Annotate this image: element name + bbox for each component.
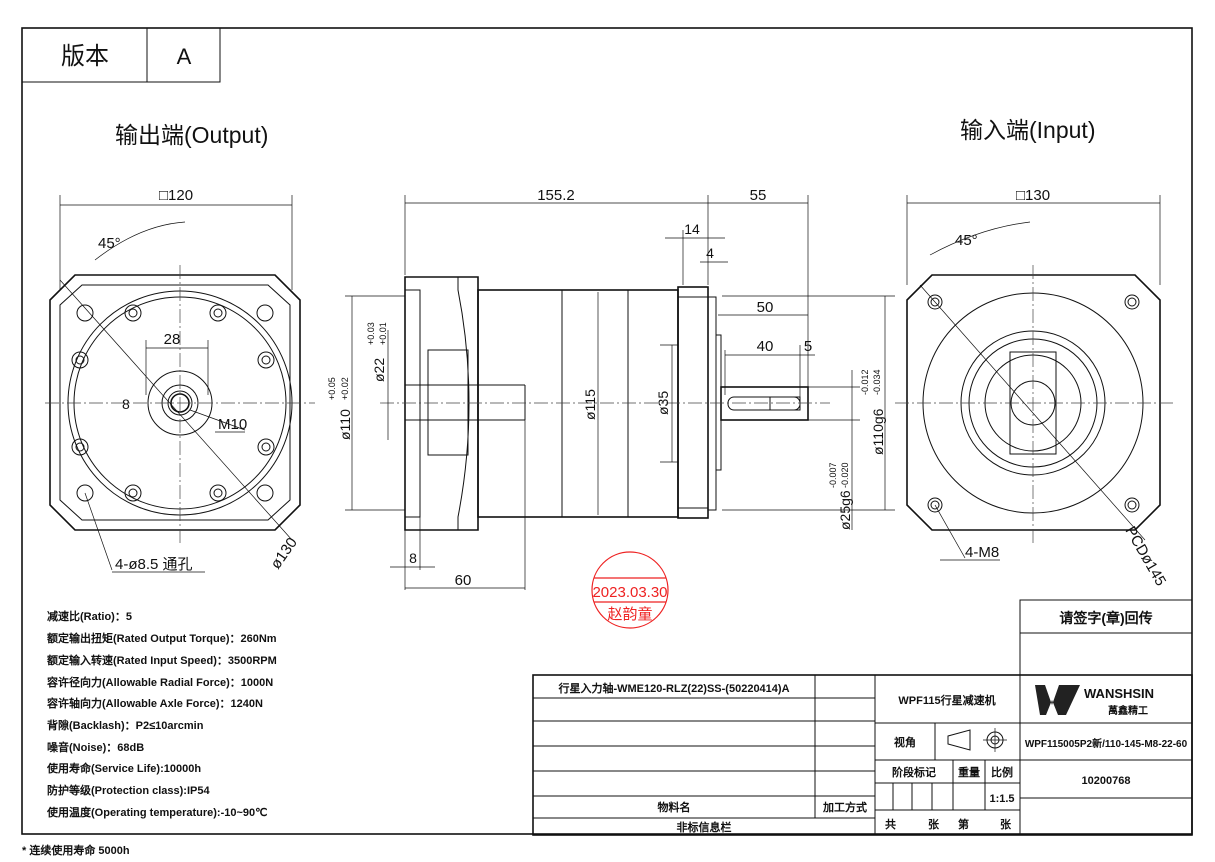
dim-d110g6-tol-lower: -0.034	[872, 369, 882, 395]
dim-flange: 14	[684, 221, 700, 237]
signature-label: 请签字(章)回传	[1059, 610, 1152, 626]
dim-d22-tol-lower: +0.01	[378, 322, 388, 345]
spec-protection: 防护等级(Protection class):IP54	[47, 783, 210, 797]
stage-label: 阶段标记	[892, 765, 936, 779]
drawing-border	[21, 27, 1193, 835]
dim-bottom-8: 8	[409, 550, 417, 566]
stamp-date: 2023.03.30	[592, 584, 667, 601]
dim-d110g6-main: ø110g6	[870, 408, 886, 455]
sheets-label: 张	[928, 817, 940, 831]
projection-symbol-icon	[947, 728, 1007, 752]
brand-name: WANSHSIN	[1084, 686, 1154, 701]
dim-60: 60	[455, 572, 472, 589]
title-block: 请签字(章)回传 行星入力轴-WME120-RLZ(22)SS-(5022041…	[532, 599, 1193, 836]
total-label: 共	[885, 817, 896, 831]
process-label: 加工方式	[822, 800, 867, 814]
dim-d22-tol-upper: +0.03	[366, 322, 376, 345]
spec-ratio: 减速比(Ratio)：5	[47, 609, 132, 623]
scale-value: 1:1.5	[989, 793, 1014, 805]
spec-torque: 额定输出扭矩(Rated Output Torque)：260Nm	[47, 631, 277, 645]
scale-label: 比例	[991, 765, 1013, 779]
input-end-view: □130 45° 4-M8 PCDø145	[895, 187, 1175, 589]
dim-key-offset: 5	[804, 338, 812, 355]
sheet-label: 张	[1000, 817, 1012, 831]
spec-axle-force: 容许轴向力(Allowable Axle Force)：1240N	[46, 696, 263, 710]
spec-list: 减速比(Ratio)：5 额定输出扭矩(Rated Output Torque)…	[46, 609, 277, 819]
brand-name-cn: 萬鑫精工	[1108, 704, 1148, 717]
spec-service-life: 使用寿命(Service Life):10000h	[46, 761, 201, 775]
dim-length: 155.2	[537, 187, 575, 204]
dim-d110-tol-upper: +0.05	[327, 377, 337, 400]
wanshsin-logo: WANSHSIN 萬鑫精工	[1035, 685, 1154, 717]
weight-label: 重量	[958, 765, 980, 779]
output-holes-label: 4-ø8.5 通孔	[115, 556, 193, 573]
dim-d25g6-main: ø25g6	[837, 490, 853, 530]
dim-key-length: 40	[757, 338, 774, 355]
dim-step: 4	[706, 245, 714, 261]
output-angle-dim: 45°	[98, 235, 121, 252]
input-square-dim: □130	[1016, 187, 1050, 204]
stamp-name: 赵韵童	[607, 605, 652, 623]
product-name: WPF115行星减速机	[898, 693, 995, 707]
input-thread-label: 4-M8	[965, 544, 999, 561]
version-value: A	[177, 44, 192, 69]
spec-radial-force: 容许径向力(Allowable Radial Force)：1000N	[46, 675, 273, 689]
side-view: 155.2 55 14 4 50 40 5 ø110 +0.05 +0.02 ø	[327, 187, 895, 590]
view-angle-label: 视角	[894, 735, 916, 749]
dim-50: 50	[757, 299, 774, 316]
output-view-title: 输出端(Output)	[115, 122, 268, 148]
dim-d22-main: ø22	[371, 358, 387, 382]
version-box: 版本 A	[21, 27, 221, 83]
footnote: * 连续使用寿命 5000h	[22, 843, 130, 857]
dim-d35: ø35	[655, 391, 671, 415]
dim-d110g6-tol-upper: -0.012	[860, 369, 870, 395]
model-code: WPF115005P2新/110-145-M8-22-60	[1025, 737, 1188, 750]
dim-d115: ø115	[582, 389, 598, 420]
input-angle-dim: 45°	[955, 232, 978, 249]
dim-d25g6-tol-upper: -0.007	[828, 462, 838, 488]
output-thread-label: M10	[218, 416, 247, 433]
dim-d25g6-tol-lower: -0.020	[840, 462, 850, 488]
material-name-label: 物料名	[658, 800, 691, 814]
output-end-view: □120 45° 28 8 M10 4-ø8.5 通孔 ø130	[45, 187, 315, 573]
nonstd-label: 非标信息栏	[677, 820, 732, 834]
output-dim-28: 28	[164, 331, 181, 348]
spec-speed: 额定输入转速(Rated Input Speed)：3500RPM	[47, 653, 277, 667]
output-dim-8: 8	[122, 396, 130, 412]
output-diameter-label: ø130	[267, 535, 301, 573]
output-square-dim: □120	[159, 187, 193, 204]
spec-temperature: 使用温度(Operating temperature):-10~90℃	[46, 805, 267, 819]
spec-noise: 噪音(Noise)：68dB	[47, 740, 144, 754]
input-pcd-label: PCDø145	[1122, 524, 1170, 590]
input-view-title: 输入端(Input)	[960, 117, 1095, 143]
part-number: 10200768	[1082, 775, 1131, 787]
dim-d110-main: ø110	[337, 409, 353, 440]
dim-shaft-length: 55	[750, 187, 767, 204]
date-stamp: 2023.03.30 赵韵童	[591, 551, 669, 629]
version-label: 版本	[61, 43, 109, 70]
material-name-value: 行星入力轴-WME120-RLZ(22)SS-(50220414)A	[557, 681, 789, 695]
sheet-no-label: 第	[958, 817, 969, 831]
dim-d110-tol-lower: +0.02	[340, 377, 350, 400]
spec-backlash: 背隙(Backlash)：P2≤10arcmin	[47, 718, 204, 732]
